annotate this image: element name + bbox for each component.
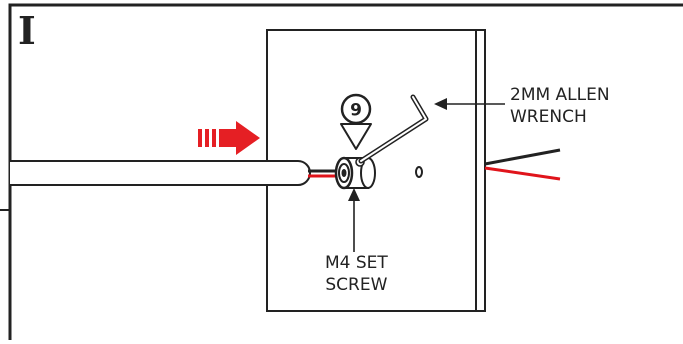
tube [10,160,311,186]
step-letter: I [18,8,36,53]
wrench-callout-label: 2MM ALLEN WRENCH [510,84,610,128]
wrench-label-line2: WRENCH [510,107,587,127]
wrench-label-line1: 2MM ALLEN [510,85,610,105]
black-wire [484,148,561,166]
screw-callout-label: M4 SET SCREW [325,252,388,296]
screw-callout-arrowhead [348,188,360,201]
screw-label-line1: M4 SET [325,253,388,273]
red-wire [484,166,561,181]
set-screw-collar [334,156,376,190]
plate-hole [415,166,423,178]
step-frame [8,3,683,340]
mounting-plate-edge [475,29,486,312]
screw-label-line2: SCREW [325,275,388,295]
step-marker-icon: 9 [340,93,372,150]
push-direction-arrow-icon [198,121,260,155]
wrench-callout-arrowhead [434,98,447,110]
step-number: 9 [350,101,362,121]
